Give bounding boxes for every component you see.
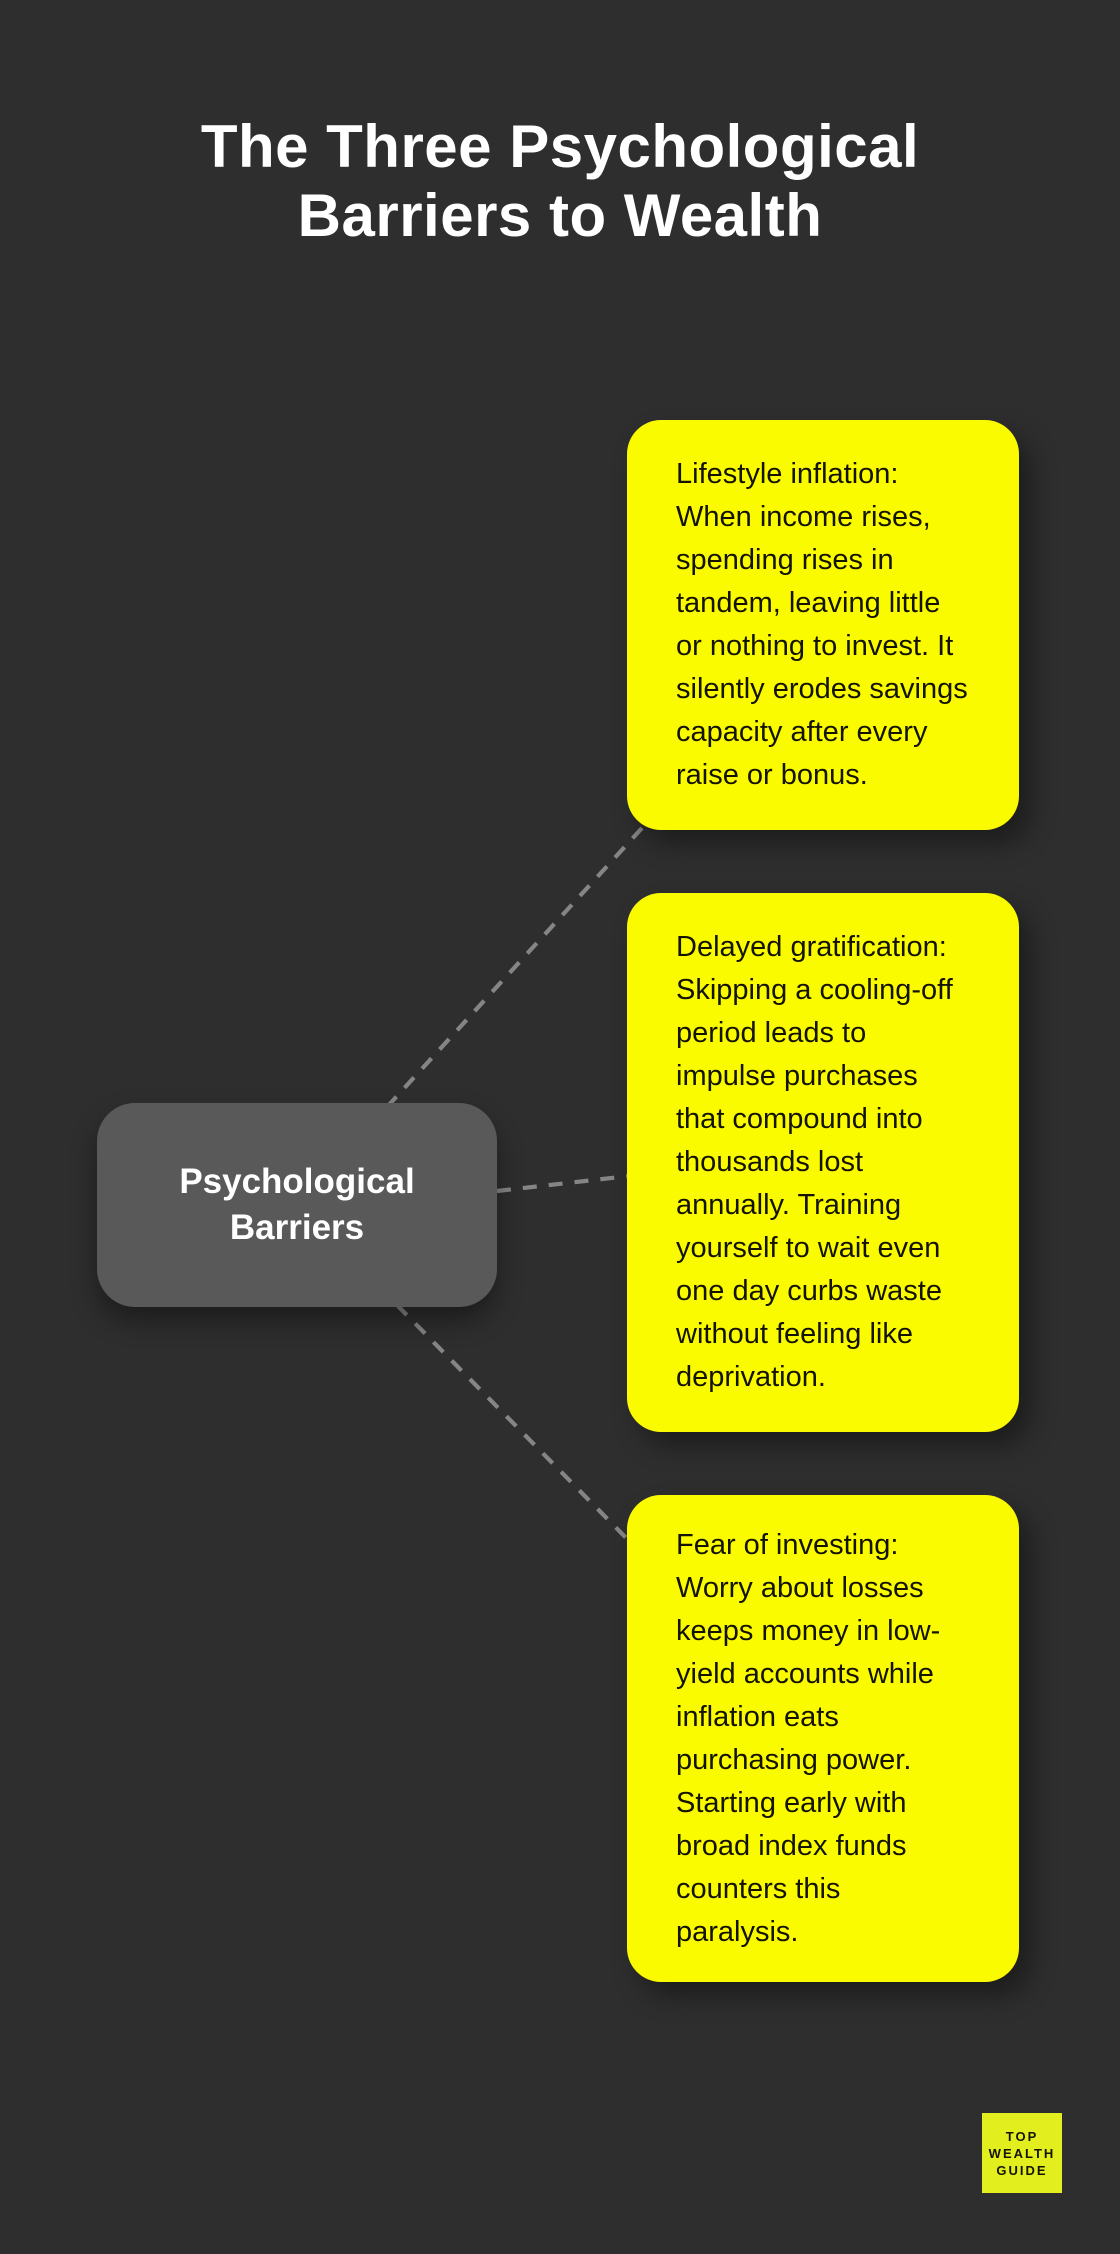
page-title-text: The Three Psychological Barriers to Weal… (200, 113, 920, 249)
connector-line-middle (496, 1173, 630, 1194)
connector-line-bottom (395, 1303, 638, 1550)
barrier-card-text: Lifestyle inflation: When income rises, … (676, 458, 968, 791)
barrier-card-delayed-gratification: Delayed gratification: Skipping a coolin… (627, 893, 1019, 1432)
barrier-card-lifestyle-inflation: Lifestyle inflation: When income rises, … (627, 420, 1019, 830)
brand-badge-line: GUIDE (996, 2162, 1048, 2178)
barrier-card-text: Delayed gratification: Skipping a coolin… (676, 931, 953, 1393)
brand-badge-top-wealth-guide: TOP WEALTH GUIDE (982, 2113, 1062, 2193)
connector-line-top (385, 826, 644, 1109)
brand-badge-line: TOP (1005, 2128, 1039, 2144)
barrier-card-fear-of-investing: Fear of investing: Worry about losses ke… (627, 1495, 1019, 1982)
central-node-psychological-barriers: Psychological Barriers (97, 1103, 497, 1307)
central-node-label: Psychological Barriers (179, 1162, 415, 1247)
barrier-card-text: Fear of investing: Worry about losses ke… (676, 1528, 941, 1948)
page-title: The Three Psychological Barriers to Weal… (0, 112, 1120, 250)
brand-badge-line: WEALTH (988, 2145, 1056, 2161)
